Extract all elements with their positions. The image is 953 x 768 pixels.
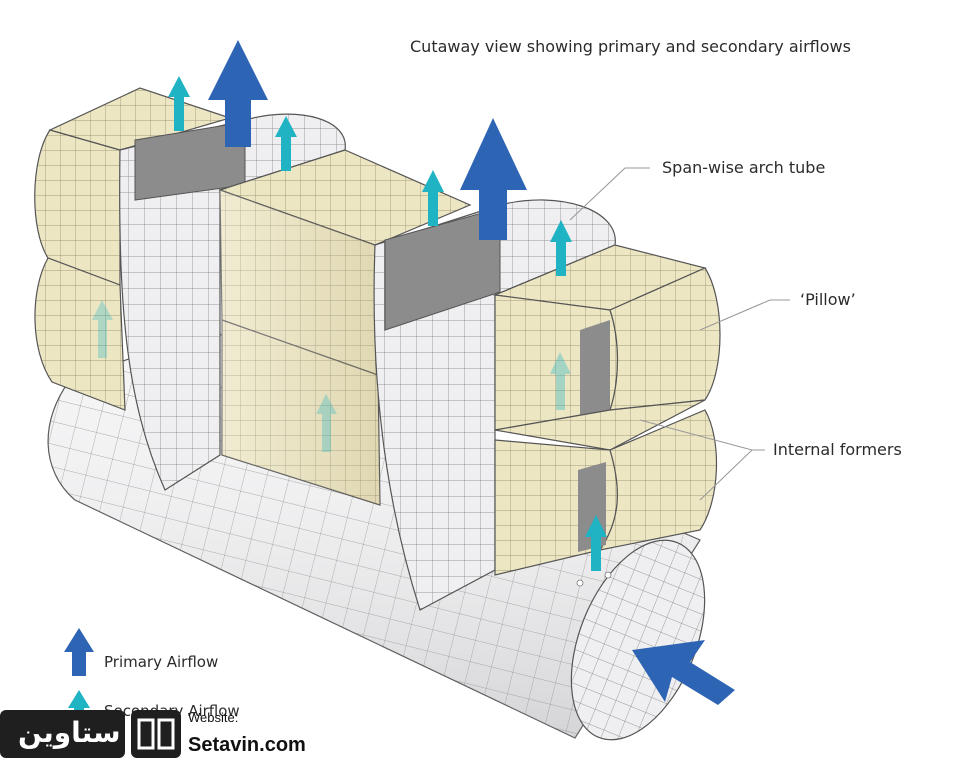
callout-internal-formers: Internal formers (773, 440, 902, 459)
left-pillow-stack (34, 87, 233, 411)
secondary-arrow (275, 116, 297, 171)
primary-arrow (460, 118, 527, 240)
primary-airflow-arrows (208, 40, 735, 705)
right-pillow-stack (492, 244, 721, 576)
secondary-arrow (550, 220, 572, 276)
secondary-arrow-faint (316, 394, 337, 452)
secondary-arrow (422, 170, 444, 226)
vent-hole (576, 579, 584, 587)
callout-arch-tube: Span-wise arch tube (662, 158, 826, 177)
watermark-website-url: Setavin.com (188, 734, 306, 756)
bottom-tube-opening (570, 539, 706, 741)
vent-hole (604, 571, 612, 579)
watermark: ستاوین Website: Setavin.com (0, 706, 320, 768)
arch-tube-1 (119, 113, 346, 491)
callout-pillow: ‘Pillow’ (800, 290, 856, 309)
leader-arch-tube (569, 167, 650, 221)
primary-arrow (208, 40, 268, 147)
leader-pillow (699, 299, 790, 331)
watermark-brand-arabic: ستاوین (18, 716, 121, 749)
middle-pillow-stack (218, 149, 472, 506)
legend-primary-label: Primary Airflow (104, 653, 219, 671)
watermark-brand-box: ستاوین (0, 710, 125, 758)
primary-inlet-arrow (632, 640, 735, 705)
setavin-logo-icon (137, 718, 175, 750)
watermark-website-label: Website: (188, 710, 239, 725)
legend-primary-icon (64, 628, 94, 676)
watermark-logo-box (131, 710, 181, 758)
secondary-arrow-faint (92, 300, 113, 358)
leader-lines (569, 167, 790, 501)
secondary-arrow (168, 76, 190, 131)
secondary-airflow-arrows (92, 76, 607, 571)
diagram-title: Cutaway view showing primary and seconda… (410, 37, 851, 56)
secondary-arrow (585, 515, 607, 571)
leader-former (699, 449, 765, 501)
secondary-arrow-faint (550, 352, 571, 410)
